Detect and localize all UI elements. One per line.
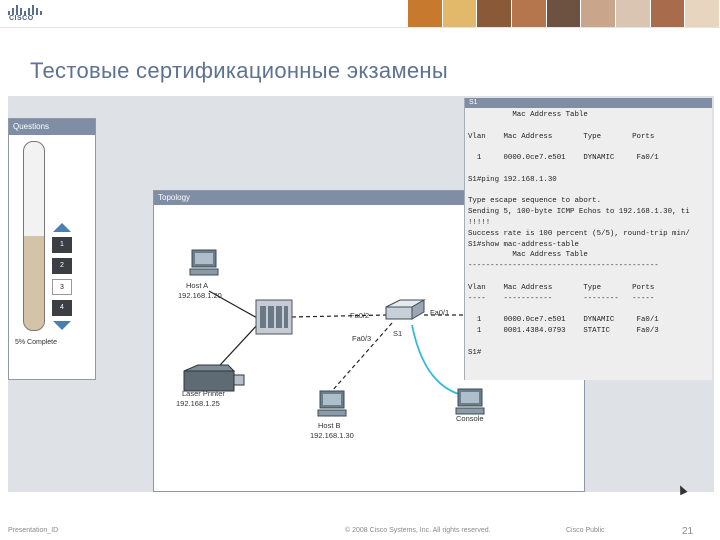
cli-line: Mac Address Table [468, 251, 588, 260]
cli-line [468, 142, 709, 153]
header-photo [408, 0, 443, 27]
cli-line: 1 0001.4384.0793 STATIC Fa0/3 [468, 326, 659, 335]
host-a-name: Host A [186, 281, 209, 290]
header-bar: CISCO [0, 0, 720, 27]
printer-ip: 192.168.1.25 [176, 399, 220, 408]
cli-line: 1 0000.0ce7.e501 DYNAMIC Fa0/1 [468, 316, 659, 325]
footer-presentation-id: Presentation_ID [8, 527, 59, 534]
cli-window-title: S1 [465, 98, 712, 108]
cli-line: S1# [468, 348, 482, 357]
header-photo [477, 0, 513, 27]
topology-diagram [183, 249, 485, 417]
header-photo [546, 0, 582, 27]
footer-classification: Cisco Public [566, 527, 605, 534]
switch-s1-label: S1 [393, 329, 403, 338]
progress-complete-label: 5% Complete [15, 339, 58, 346]
slide-title: Тестовые сертификационные экзамены [30, 58, 448, 83]
question-down-arrow-icon[interactable] [53, 321, 71, 330]
switch-s1-icon [385, 299, 426, 320]
question-button-3[interactable]: 3 [52, 279, 72, 295]
questions-panel-title: Questions [9, 119, 95, 135]
question-up-arrow-icon[interactable] [53, 223, 71, 232]
host-a-icon [189, 249, 219, 276]
cli-line: ----------------------------------------… [468, 262, 659, 271]
header-photo [616, 0, 651, 27]
cli-line: ---- ----------- -------- ----- [468, 294, 655, 303]
port-label-fa01: Fa0/1 [430, 308, 450, 317]
cli-line: Mac Address Table [468, 111, 588, 119]
cli-line [468, 164, 709, 175]
page-number: 21 [682, 526, 694, 537]
header-photo [512, 0, 547, 27]
question-button-4[interactable]: 4 [52, 300, 72, 316]
hub-icon [255, 299, 293, 335]
cli-line: 1 0000.0ce7.e501 DYNAMIC Fa0/1 [468, 154, 659, 163]
cli-line [468, 121, 709, 132]
header-photo [685, 0, 720, 27]
console-cable [411, 324, 463, 396]
port-label-fa02: Fa0/2 [350, 311, 370, 320]
port-label-fa03: Fa0/3 [352, 334, 372, 343]
cli-line: Vlan Mac Address Type Ports [468, 283, 655, 292]
cli-line [468, 272, 709, 283]
cli-line: Success rate is 100 percent (5/5), round… [468, 229, 690, 238]
cli-line [468, 337, 709, 348]
cli-line: S1#show mac-address-table [468, 240, 579, 249]
cli-line: Sending 5, 100-byte ICMP Echos to 192.16… [468, 208, 690, 217]
host-b-name: Host B [318, 421, 341, 430]
cisco-logo: CISCO [8, 5, 44, 23]
cli-line [468, 186, 709, 197]
cli-output[interactable]: Mac Address Table Vlan Mac Address Type … [465, 108, 712, 360]
console-label: Console [456, 414, 484, 423]
host-b-ip: 192.168.1.30 [310, 431, 354, 440]
cli-line: Type escape sequence to abort. [468, 197, 602, 206]
cli-line: Vlan Mac Address Type Ports [468, 132, 655, 141]
questions-panel: Questions 1 2 3 4 5% Complete [8, 118, 96, 380]
header-photo [650, 0, 686, 27]
link-switch-hostb [331, 322, 393, 392]
question-button-2[interactable]: 2 [52, 258, 72, 274]
console-pc-icon [455, 388, 485, 415]
footer-copyright: © 2008 Cisco Systems, Inc. All rights re… [345, 527, 491, 534]
cisco-logo-bars [8, 5, 44, 15]
question-button-1[interactable]: 1 [52, 237, 72, 253]
header-photo [581, 0, 617, 27]
link-hub-switch [291, 314, 387, 318]
cli-line: S1#ping 192.168.1.30 [468, 175, 557, 184]
cli-line: !!!!! [468, 218, 491, 227]
header-photo [442, 0, 478, 27]
progress-slider[interactable] [23, 141, 45, 331]
switch-cli-window[interactable]: S1 Mac Address Table Vlan Mac Address Ty… [464, 98, 712, 380]
cisco-logo-text: CISCO [9, 15, 34, 22]
link-hosta-hub [208, 290, 260, 320]
printer-name: Laser Printer [182, 389, 225, 398]
printer-icon [183, 364, 245, 392]
cli-line [468, 304, 709, 315]
header-divider [0, 27, 720, 28]
host-a-ip: 192.168.1.20 [178, 291, 222, 300]
header-photo-strip [408, 0, 720, 27]
host-b-icon [317, 390, 347, 417]
